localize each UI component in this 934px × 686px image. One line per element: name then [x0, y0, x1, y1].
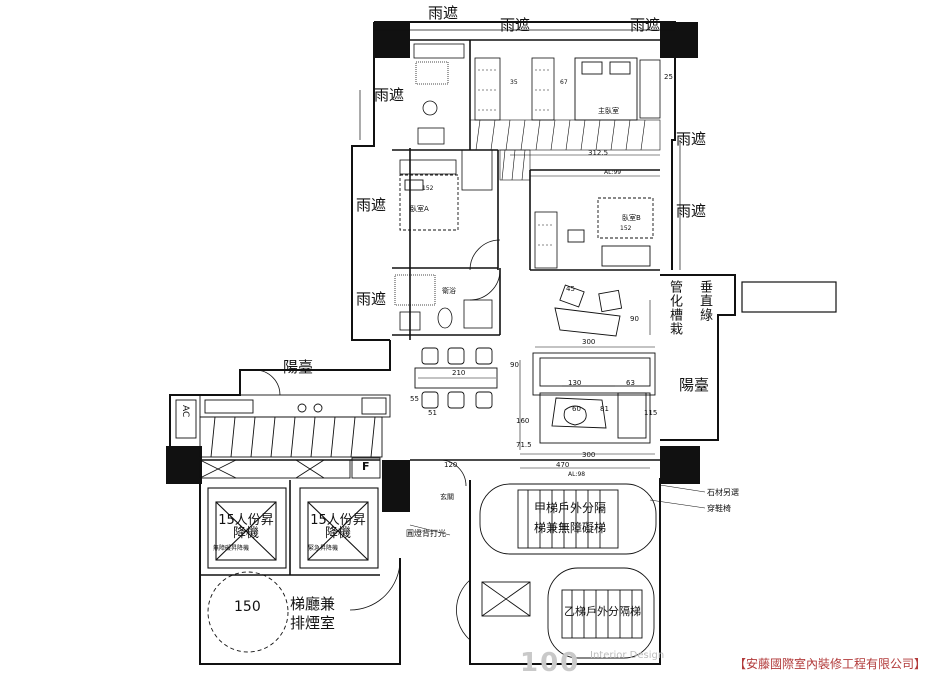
rain-shelter-label-7: 雨遮	[676, 202, 707, 220]
dimension-lines	[418, 154, 660, 469]
dim-71-5: 71.5	[516, 441, 532, 449]
turning-circle	[207, 571, 289, 653]
dim-60: 60	[572, 405, 581, 413]
vertical-green-label: 垂直綠	[697, 280, 712, 322]
elevator-right-sub: 緊急昇降機	[308, 545, 339, 552]
rain-shelter-lines	[359, 29, 681, 270]
balcony-label-top: 陽臺	[283, 358, 314, 376]
bedroom-b-label: 臥室B	[622, 214, 641, 222]
leader-lines	[409, 484, 706, 536]
dim-470: 470	[556, 461, 570, 469]
dim-45: 45	[566, 285, 575, 293]
stair-top-label-2: 梯兼無障礙梯	[534, 521, 607, 535]
beds	[399, 57, 654, 267]
al-bot: AL:98	[568, 471, 586, 478]
ac-mark: AC	[180, 405, 190, 418]
elevator-right-label: 15人份昇降機	[310, 513, 366, 541]
stair-top-label: 甲梯戶外分隔	[534, 501, 607, 515]
stairs	[479, 483, 657, 659]
bathroom-label: 衛浴	[442, 287, 456, 295]
rain-shelter-label-4: 雨遮	[374, 86, 405, 104]
dim-152-a: 152	[422, 185, 434, 192]
dim-90b: 90	[510, 361, 519, 369]
dim-115: 115	[644, 409, 658, 417]
door-swings	[254, 239, 501, 641]
lobby-label-2: 排煙室	[290, 614, 336, 632]
lobby-label: 梯廳兼	[290, 595, 336, 613]
rain-shelter-label-6: 雨遮	[356, 196, 387, 214]
dim-312-5: 312.5	[588, 149, 609, 157]
rain-shelter-label-8: 雨遮	[356, 290, 387, 308]
dim-130: 130	[568, 379, 582, 387]
dim-300-top: 300	[582, 338, 596, 346]
dim-35: 35	[510, 79, 518, 86]
dim-210: 210	[452, 369, 466, 377]
dim-63: 63	[626, 379, 635, 387]
dim-25: 25	[664, 73, 673, 81]
rain-shelter-label-1: 雨遮	[428, 4, 459, 22]
watermark-sub: Interior Design	[590, 650, 665, 661]
bathroom-fixtures	[394, 43, 493, 331]
kitchen-counter	[175, 394, 391, 479]
dim-90: 90	[630, 315, 639, 323]
master-bedroom-label: 主臥室	[598, 107, 619, 115]
balcony-label-right: 陽臺	[679, 376, 710, 394]
company-credit: 【安藤國際室內裝修工程有限公司】	[733, 657, 926, 671]
dim-55: 55	[410, 395, 419, 403]
fridge-mark: F	[362, 460, 370, 473]
dim-300-bot: 300	[582, 451, 596, 459]
stair-bottom-label: 乙梯戶外分隔梯	[564, 605, 641, 618]
watermark-logo: 100	[520, 648, 581, 678]
elevators	[207, 487, 379, 569]
dim-120: 120	[444, 461, 458, 469]
dim-81: 81	[600, 405, 609, 413]
rain-shelter-label-5: 雨遮	[676, 130, 707, 148]
wardrobes	[461, 57, 661, 269]
dim-152-b: 152	[620, 225, 632, 232]
exterior-walls	[169, 21, 736, 665]
living-furniture	[532, 284, 656, 444]
rain-shelter-label-2: 雨遮	[500, 16, 531, 34]
structural-columns	[166, 22, 700, 512]
dim-67: 67	[560, 79, 568, 86]
wardrobe-hangers	[478, 69, 554, 246]
elevator-left-sub: 無障礙昇降機	[213, 545, 250, 552]
bedroom-a-label: 臥室A	[410, 205, 429, 213]
al-top: AL:99	[604, 169, 622, 176]
shoe-bench-note: 穿鞋椅	[707, 504, 731, 513]
stone-note: 石材另選	[707, 488, 739, 497]
rain-shelter-label-3: 雨遮	[630, 16, 661, 34]
sign-box	[741, 281, 837, 313]
lighting-note: 圓燈背打光	[406, 529, 446, 538]
foyer-label: 玄關	[440, 493, 454, 501]
elevator-left-label: 15人份昇降機	[218, 513, 274, 541]
circle-150-label: 150	[234, 599, 261, 615]
dim-160: 160	[516, 417, 530, 425]
utility-shaft-label: 管化槽栽	[667, 280, 682, 336]
dim-51: 51	[428, 409, 437, 417]
dining-set	[414, 347, 498, 409]
